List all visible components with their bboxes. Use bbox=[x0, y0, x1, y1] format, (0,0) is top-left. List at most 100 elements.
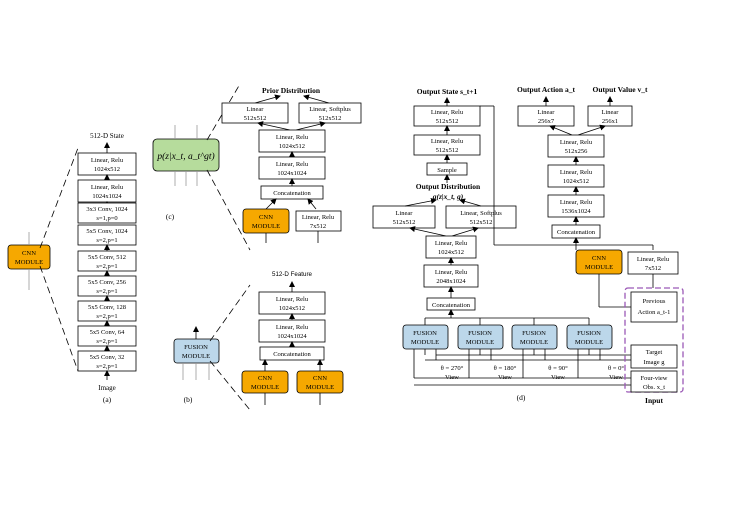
a-layer-5-op: 5x5 Conv, 512 bbox=[88, 254, 126, 261]
c-softplus-op: Linear, Softplus bbox=[309, 106, 351, 113]
b-cnn-left-line2: MODULE bbox=[251, 384, 279, 391]
d-action-box bbox=[517, 105, 575, 127]
c-layer-2-dim: 1024x1024 bbox=[277, 170, 307, 177]
panel-c: p(z|x_t, a_t^gt) (c) Prior Distribution … bbox=[152, 83, 362, 251]
d-side-dim: 7x512 bbox=[645, 265, 661, 272]
d-concat-label: Concatenation bbox=[432, 302, 471, 309]
view-180-angle: θ = 180° bbox=[494, 365, 517, 372]
a-layer-1-op: Linear, Relu bbox=[91, 157, 124, 164]
output-value-label: Output Value v_t bbox=[592, 85, 648, 94]
c-cnn-line2: MODULE bbox=[252, 223, 280, 230]
a-layer-1-dim: 1024x512 bbox=[94, 166, 120, 173]
a-layer-4-dim: s=2,p=1 bbox=[96, 237, 117, 244]
d-sample-label: Sample bbox=[437, 167, 457, 174]
a-layer-8-op: 5x5 Conv, 64 bbox=[90, 329, 126, 336]
d-value-dim: 256x1 bbox=[602, 118, 618, 125]
b-concat bbox=[259, 346, 325, 361]
d-fusion-3-line2: MODULE bbox=[520, 339, 548, 346]
d-l1-op: Linear, Relu bbox=[435, 240, 468, 247]
b-concat-label: Concatenation bbox=[273, 351, 311, 358]
d-l2-dim: 2048x1024 bbox=[436, 278, 466, 285]
caption-b: (b) bbox=[184, 395, 193, 404]
fusion-module-b bbox=[173, 338, 220, 364]
b-layer-1-op: Linear, Relu bbox=[276, 296, 309, 303]
d-r-l3-op: Linear, Relu bbox=[560, 199, 593, 206]
view-270-label: View bbox=[445, 374, 459, 381]
feature-output-label: 512-D Feature bbox=[272, 271, 312, 278]
a-layer-2-op: Linear, Relu bbox=[91, 184, 124, 191]
caption-a: (a) bbox=[103, 395, 112, 404]
a-layer-6-dim: s=2,p=1 bbox=[96, 288, 117, 295]
output-action-label: Output Action a_t bbox=[517, 85, 575, 94]
output-state-label: Output State s_t+1 bbox=[417, 87, 478, 96]
d-r-l1-dim: 512x256 bbox=[565, 148, 589, 155]
fourview-box bbox=[630, 370, 678, 393]
a-layer-3 bbox=[77, 202, 137, 224]
d-fusion-1-line1: FUSION bbox=[413, 330, 437, 337]
image-input-label: Image bbox=[98, 384, 116, 392]
d-fusion-2-line1: FUSION bbox=[468, 330, 492, 337]
d-fusion-1 bbox=[402, 324, 449, 350]
d-fusion-3-line1: FUSION bbox=[522, 330, 546, 337]
d-cnn-line1: CNN bbox=[592, 255, 606, 262]
b-layer-2-dim: 1024x1024 bbox=[277, 333, 307, 340]
d-l2-op: Linear, Relu bbox=[435, 269, 468, 276]
c-side bbox=[295, 210, 342, 232]
d-fusion-4-line2: MODULE bbox=[575, 339, 603, 346]
c-linear-dim: 512x512 bbox=[244, 115, 267, 122]
d-value-box bbox=[587, 105, 633, 127]
d-side-op: Linear, Relu bbox=[637, 256, 670, 263]
dist-title: Output Distribution bbox=[416, 182, 481, 191]
d-fusion-4-line1: FUSION bbox=[577, 330, 601, 337]
c-layer-2-op: Linear, Relu bbox=[276, 161, 309, 168]
c-concat-label: Concatenation bbox=[273, 190, 311, 197]
prior-formula: p(z|x_t, a_t^gt) bbox=[156, 151, 214, 162]
b-cnn-right-line1: CNN bbox=[313, 375, 327, 382]
d-action-dim: 256x7 bbox=[538, 118, 555, 125]
c-softplus bbox=[298, 102, 362, 124]
b-cnn-right-line2: MODULE bbox=[306, 384, 334, 391]
d-dist-linear bbox=[372, 205, 436, 229]
target-line1: Target bbox=[646, 349, 663, 356]
d-dist-softplus-op: Linear, Softplus bbox=[460, 210, 502, 217]
a-layer-7-op: 5x5 Conv, 128 bbox=[88, 304, 126, 311]
target-box bbox=[630, 344, 678, 369]
cnn-module-a-line1: CNN bbox=[22, 250, 36, 257]
dist-formula: q(z|x_t, g) bbox=[433, 192, 464, 201]
fourview-line1: Four-view bbox=[641, 375, 668, 382]
caption-d: (d) bbox=[517, 393, 526, 402]
d-r-l2-op: Linear, Relu bbox=[560, 169, 593, 176]
d-fusion-1-line2: MODULE bbox=[411, 339, 439, 346]
c-layer-1-dim: 1024x512 bbox=[279, 143, 305, 150]
c-concat bbox=[260, 185, 324, 200]
fusion-module-b-line1: FUSION bbox=[184, 344, 208, 351]
a-layer-8-dim: s=2,p=1 bbox=[96, 338, 117, 345]
a-layer-3-op: 3x3 Conv, 1024 bbox=[86, 206, 128, 213]
d-state-l1-dim: 512x512 bbox=[436, 118, 459, 125]
d-dist-linear-dim: 512x512 bbox=[393, 219, 416, 226]
view-0-angle: θ = 0° bbox=[608, 365, 624, 372]
d-fusion-2-line2: MODULE bbox=[466, 339, 494, 346]
fourview-line2: Obs. x_t bbox=[643, 384, 665, 391]
a-layer-9-dim: s=2,p=1 bbox=[96, 363, 117, 370]
panel-b: FUSION MODULE (b) 512-D Feature Linear, … bbox=[173, 271, 344, 411]
a-layer-2-dim: 1024x1024 bbox=[92, 193, 122, 200]
d-fusion-4 bbox=[566, 324, 613, 350]
panel-d: Output State s_t+1 Linear, Relu 512x512 … bbox=[372, 85, 684, 405]
b-layer-2-op: Linear, Relu bbox=[276, 324, 309, 331]
a-layer-3-dim: s=1,p=0 bbox=[96, 215, 117, 222]
view-0-label: View bbox=[609, 374, 623, 381]
c-softplus-dim: 512x512 bbox=[319, 115, 342, 122]
input-label: Input bbox=[645, 396, 663, 405]
view-90-label: View bbox=[551, 374, 565, 381]
view-90-angle: θ = 90° bbox=[548, 365, 568, 372]
d-r-l1-op: Linear, Relu bbox=[560, 139, 593, 146]
d-cnn-line2: MODULE bbox=[585, 264, 613, 271]
a-layer-4-op: 5x5 Conv, 1024 bbox=[86, 228, 128, 235]
d-dist-softplus-dim: 512x512 bbox=[470, 219, 493, 226]
target-line2: Image g bbox=[643, 359, 665, 366]
cnn-module-a-line2: MODULE bbox=[15, 259, 43, 266]
d-r-concat-label: Concatenation bbox=[557, 229, 596, 236]
c-linear bbox=[221, 102, 289, 124]
